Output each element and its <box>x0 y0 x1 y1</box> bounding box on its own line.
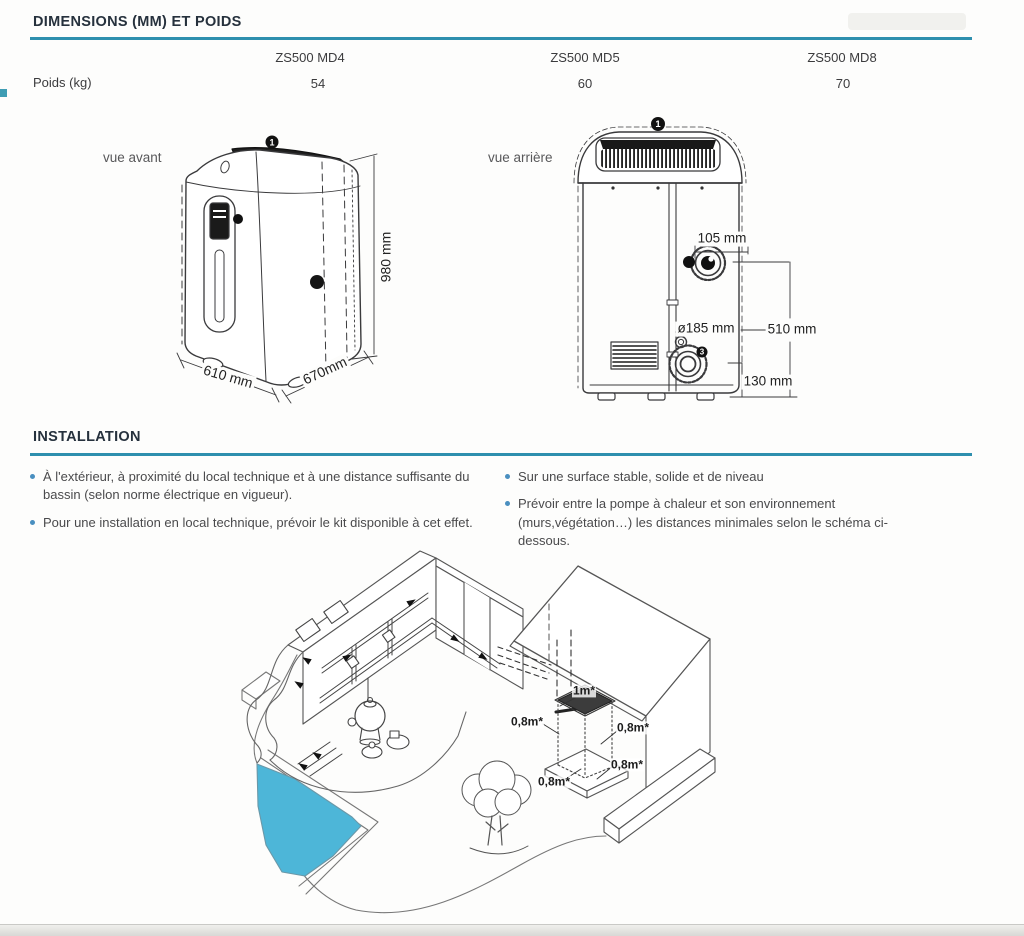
installation-bullets-right: Sur une surface stable, solide et de niv… <box>505 468 913 560</box>
callout-1-badge-rear: 1 <box>651 117 665 131</box>
poids-value-md4: 54 <box>310 76 326 91</box>
rear-vent-grille <box>600 149 717 168</box>
bullet-icon <box>30 519 35 525</box>
water-outlet-fitting <box>668 344 708 384</box>
installation-diagram <box>241 550 716 914</box>
bullet-icon <box>505 474 510 479</box>
clearance-top-label: 1m* <box>571 683 597 698</box>
column-header-zs500-md4: ZS500 MD4 <box>275 50 345 65</box>
panel-button <box>233 214 243 224</box>
clearance-left-label: 0,8m* <box>509 714 545 729</box>
rear-dim-185: ø185 mm <box>675 320 737 337</box>
bullet-icon <box>30 474 35 479</box>
front-view-drawing <box>176 147 378 404</box>
bullet-icon <box>505 501 510 507</box>
poids-value-md5: 60 <box>577 76 593 91</box>
front-face-divider <box>255 151 267 382</box>
bullet-text: Sur une surface stable, solide et de niv… <box>518 469 764 484</box>
bullet-text: Pour une installation en local technique… <box>43 514 473 530</box>
rear-dim-510: 510 mm <box>765 321 819 338</box>
pool-water <box>256 763 362 877</box>
callout-3-badge: 3 <box>696 346 708 358</box>
row-label-poids: Poids (kg) <box>33 75 92 90</box>
electrical-box <box>323 599 349 625</box>
callout-2-dot <box>683 256 695 268</box>
front-height-dim-label: 980 mm <box>377 229 394 285</box>
page-bottom-edge <box>0 924 1024 936</box>
rear-view-label: vue arrière <box>488 150 553 165</box>
dimensions-section-title: DIMENSIONS (MM) ET POIDS <box>33 14 242 30</box>
bullet-item: À l'extérieur, à proximité du local tech… <box>30 468 488 505</box>
dimensions-section-rule <box>30 37 972 40</box>
pool-coping-outer <box>267 749 379 895</box>
clearance-bottom-right-label: 0,8m* <box>609 757 645 772</box>
installation-section-rule <box>30 453 972 456</box>
tree <box>461 760 532 855</box>
installation-section-title: INSTALLATION <box>33 429 141 445</box>
bullet-item: Prévoir entre la pompe à chaleur et son … <box>505 495 913 550</box>
clearance-right-label: 0,8m* <box>615 720 651 735</box>
front-view-label: vue avant <box>103 150 162 165</box>
rear-vent-dark-band <box>600 140 716 149</box>
bullet-text: À l'extérieur, à proximité du local tech… <box>43 469 470 503</box>
doorway <box>464 582 490 670</box>
filtration-pump <box>361 730 410 759</box>
water-inlet-fitting <box>689 244 727 282</box>
scan-artifact <box>848 13 966 30</box>
bullet-item: Pour une installation en local technique… <box>30 514 488 532</box>
control-panel-screen <box>209 202 230 240</box>
flow-arrows <box>294 599 488 771</box>
clearance-bottom-left-label: 0,8m* <box>536 774 572 789</box>
rear-dim-105: 105 mm <box>695 230 749 247</box>
installation-bullets-left: À l'extérieur, à proximité du local tech… <box>30 468 488 541</box>
poids-value-md8: 70 <box>835 76 851 91</box>
rear-view-drawing <box>573 126 798 401</box>
ground-left-edge <box>253 654 298 764</box>
page-edge-mark <box>0 89 7 97</box>
room-left-wall-face <box>302 557 437 725</box>
rear-body-outline <box>582 182 740 394</box>
rear-dim-130: 130 mm <box>741 373 795 390</box>
electrical-box <box>295 617 321 643</box>
column-header-zs500-md5: ZS500 MD5 <box>550 50 620 65</box>
column-header-zs500-md8: ZS500 MD8 <box>807 50 877 65</box>
side-plug-dot <box>310 275 324 289</box>
callout-1-badge-front: 1 <box>265 135 279 149</box>
sand-filter <box>347 696 386 746</box>
bullet-text: Prévoir entre la pompe à chaleur et son … <box>518 496 888 549</box>
bullet-item: Sur une surface stable, solide et de niv… <box>505 468 913 486</box>
